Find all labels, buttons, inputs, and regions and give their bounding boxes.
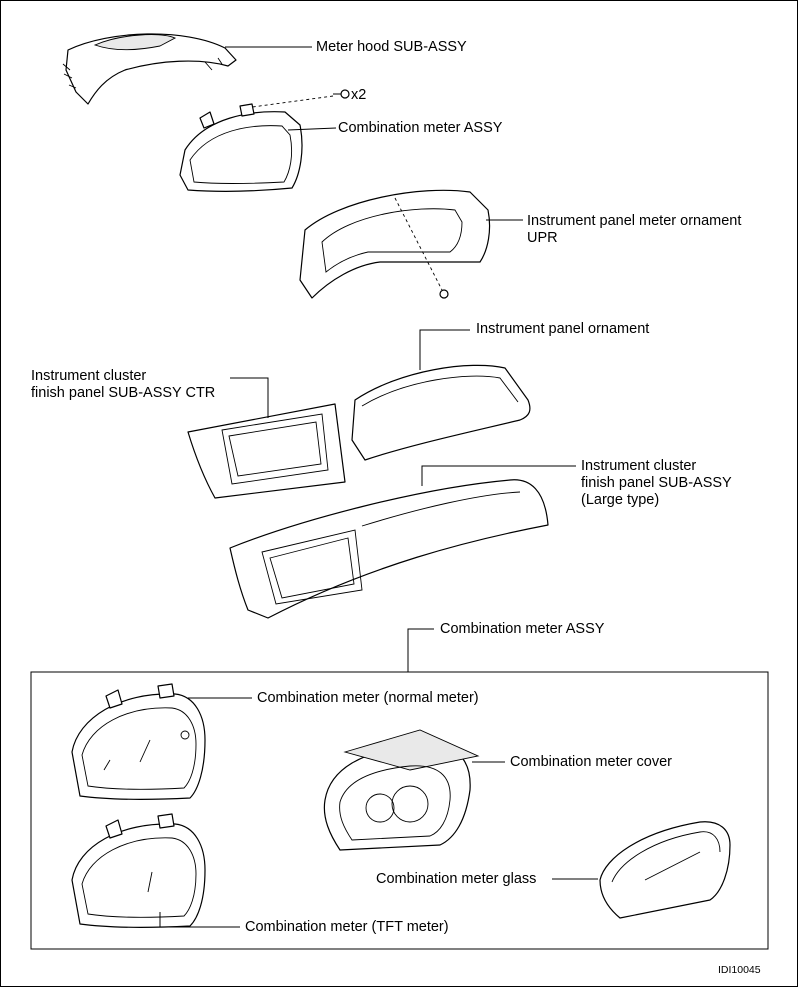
quantity-label: x2	[351, 87, 367, 103]
finish-panel-ctr-label-line2: finish panel SUB-ASSY CTR	[31, 385, 216, 401]
group-leader	[407, 628, 434, 672]
tft-meter-label: Combination meter (TFT meter)	[245, 919, 449, 935]
finish-panel-large-label-line3: (Large type)	[581, 492, 660, 508]
combination-meter-top-drawing	[179, 103, 337, 192]
finish-panel-ctr-label: Instrument cluster finish panel SUB-ASSY…	[31, 368, 215, 402]
finish-panel-ctr-label-line1: Instrument cluster	[31, 368, 147, 384]
meter-cover-drawing	[323, 729, 505, 851]
screw-drawing	[244, 89, 350, 109]
meter-glass-label: Combination meter glass	[376, 871, 537, 887]
meter-ornament-upr-label: Instrument panel meter ornament UPR	[527, 213, 741, 247]
combination-meter-group-box	[30, 671, 769, 950]
figure-id: IDI10045	[718, 964, 761, 976]
finish-panel-ctr-drawing	[187, 403, 346, 499]
finish-panel-large-label-line1: Instrument cluster	[581, 458, 697, 474]
normal-meter-drawing	[71, 683, 252, 800]
combination-meter-group-label: Combination meter ASSY	[440, 621, 605, 637]
finish-panel-large-label: Instrument cluster finish panel SUB-ASSY…	[581, 458, 732, 509]
top-leader-lines	[225, 46, 576, 486]
meter-cover-label: Combination meter cover	[510, 754, 672, 770]
meter-ornament-upr-label-line1: Instrument panel meter ornament	[527, 213, 742, 229]
panel-ornament-drawing	[351, 364, 531, 461]
normal-meter-label: Combination meter (normal meter)	[257, 690, 479, 706]
panel-ornament-label: Instrument panel ornament	[476, 321, 650, 337]
meter-ornament-upr-label-line2: UPR	[527, 230, 558, 246]
meter-hood-label: Meter hood SUB-ASSY	[316, 39, 467, 55]
combination-meter-top-label: Combination meter ASSY	[338, 120, 503, 136]
finish-panel-large-drawing	[229, 479, 549, 619]
meter-glass-drawing	[552, 821, 731, 919]
tft-meter-drawing	[71, 813, 240, 928]
meter-hood-drawing	[62, 33, 237, 105]
meter-ornament-upr-drawing	[299, 189, 491, 299]
finish-panel-large-label-line2: finish panel SUB-ASSY	[581, 475, 732, 491]
